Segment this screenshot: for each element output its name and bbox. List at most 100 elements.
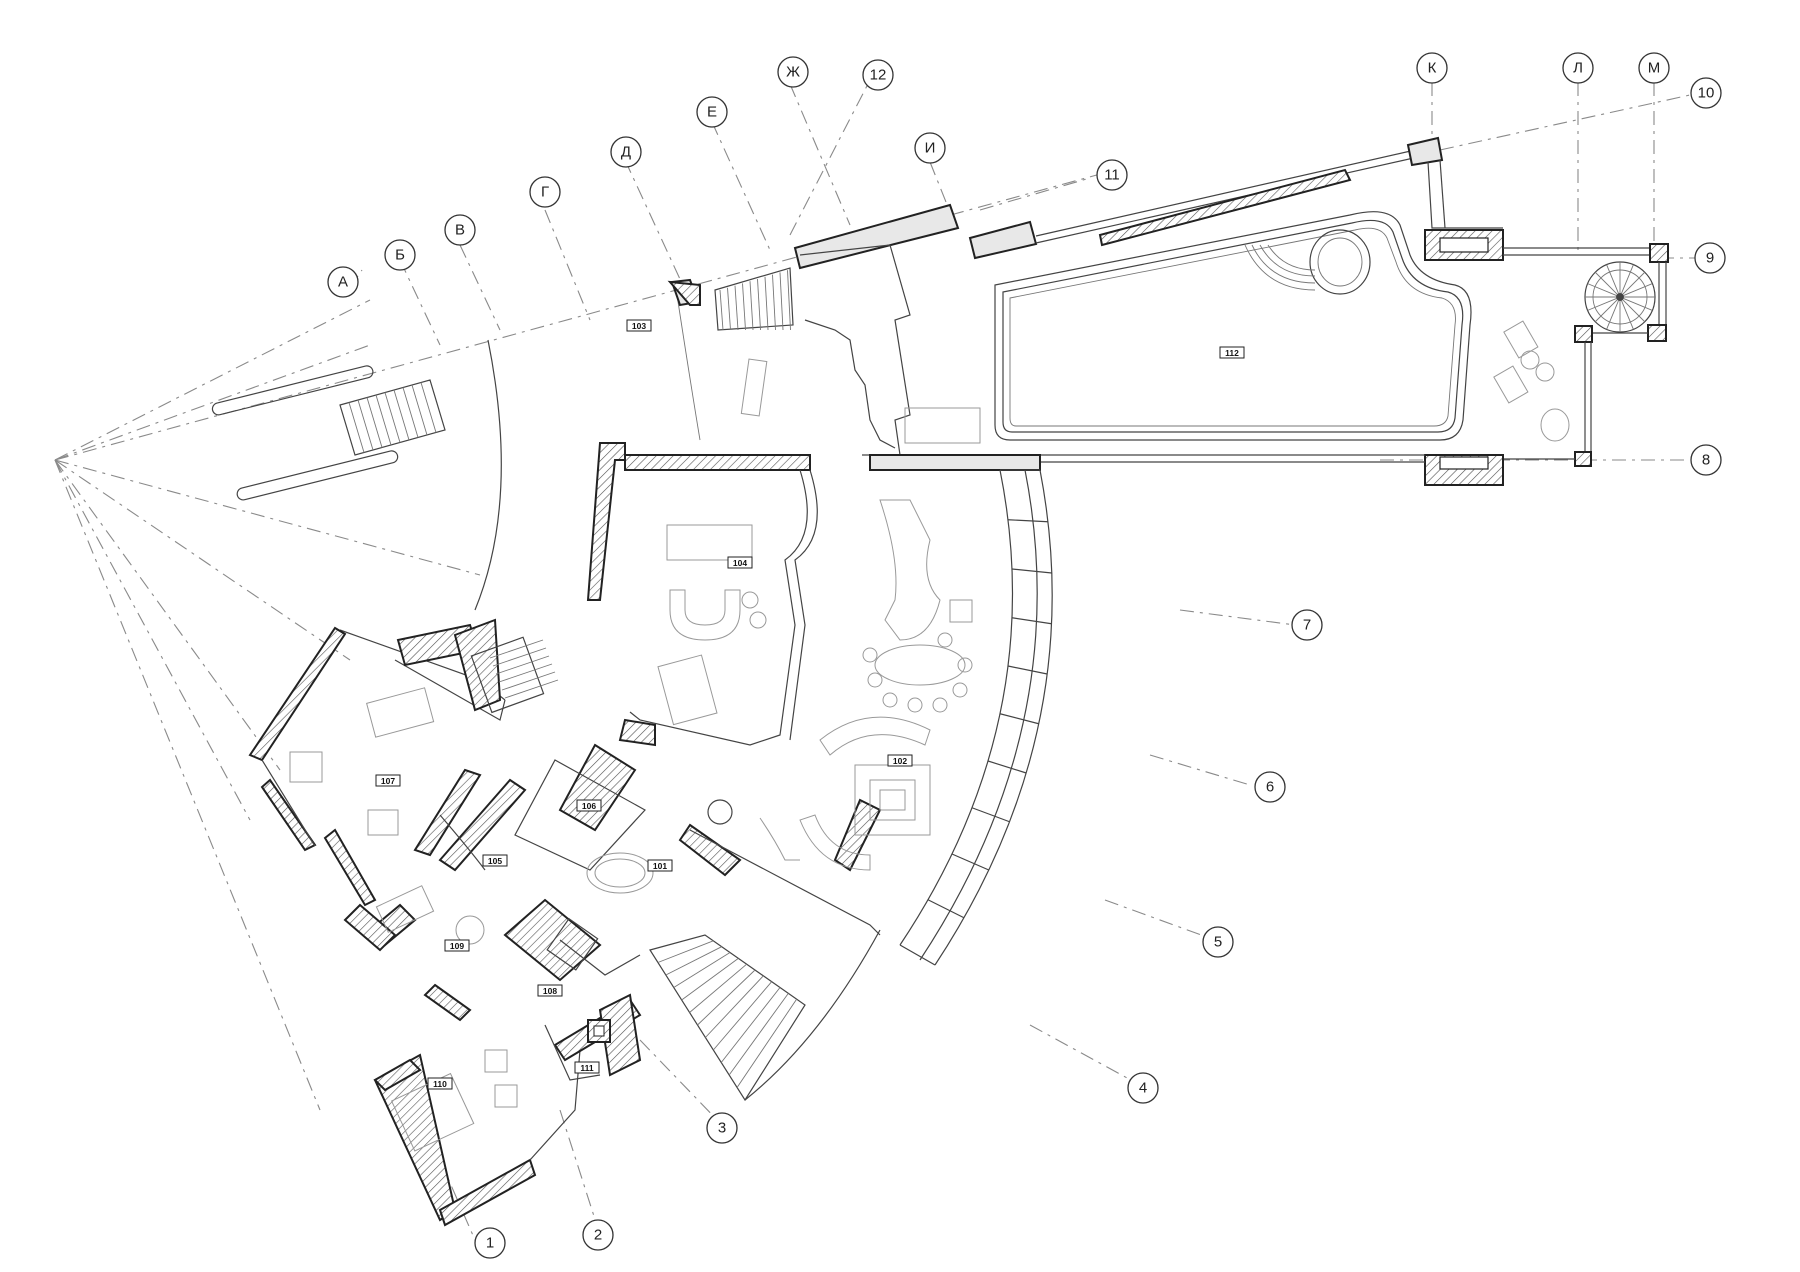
svg-text:10: 10 <box>1698 85 1715 102</box>
svg-text:4: 4 <box>1139 1080 1147 1097</box>
svg-text:Д: Д <box>621 144 631 161</box>
axis-bubble-Е: Е <box>696 96 728 128</box>
axis-bubble-8: 8 <box>1690 444 1722 476</box>
room-tags: 101 102 103 104 105 106 107 108 109 110 … <box>375 319 1245 1090</box>
room-tag-110: 110 <box>427 1077 453 1090</box>
stair-outline <box>799 244 911 456</box>
tread-line <box>1594 271 1618 295</box>
window-top <box>1439 237 1489 253</box>
svg-text:7: 7 <box>1303 617 1311 634</box>
svg-text:106: 106 <box>582 801 596 811</box>
tread-line <box>1621 300 1634 330</box>
axis-bubble-10: 10 <box>1690 77 1722 109</box>
tread-line <box>971 807 1010 823</box>
main-stair <box>667 244 981 456</box>
tread-line <box>657 940 714 963</box>
tread-line <box>727 287 731 331</box>
svg-text:А: А <box>338 274 348 291</box>
svg-text:В: В <box>455 222 465 239</box>
east-column <box>1649 243 1669 263</box>
wall-108 <box>503 898 602 982</box>
tread-line <box>1623 283 1653 296</box>
axis-bubble-11: 11 <box>1096 159 1128 191</box>
axis-bubble-А: А <box>327 266 359 298</box>
tread-line <box>719 289 724 331</box>
tread-line <box>501 671 556 691</box>
tread-line <box>420 382 437 433</box>
tread-line <box>728 993 789 1076</box>
axis-bubble-4: 4 <box>1127 1072 1159 1104</box>
tread-line <box>1011 568 1052 574</box>
svg-text:1: 1 <box>486 1235 494 1252</box>
tread-line <box>1622 271 1646 295</box>
tread-line <box>665 946 722 976</box>
axis-bubble-И: И <box>914 132 946 164</box>
svg-text:11: 11 <box>1104 167 1120 184</box>
tread-line <box>504 679 559 699</box>
svg-text:110: 110 <box>433 1079 447 1089</box>
inner-arc <box>674 281 701 441</box>
tread-line <box>681 957 739 1001</box>
svg-text:102: 102 <box>893 756 907 766</box>
tread-line <box>393 389 410 441</box>
tread-line <box>757 278 761 331</box>
tread-line <box>697 969 756 1026</box>
svg-text:М: М <box>1648 60 1661 77</box>
svg-text:Б: Б <box>395 247 405 264</box>
tread-line <box>1007 665 1048 675</box>
room-tag-104: 104 <box>727 556 753 569</box>
tread-line <box>1606 264 1619 294</box>
room-tag-107: 107 <box>375 774 401 787</box>
tread-line <box>899 944 936 966</box>
north-glazing <box>1035 149 1416 237</box>
curtain-wall-outer <box>919 469 1038 961</box>
room-tag-105: 105 <box>482 854 508 867</box>
svg-text:101: 101 <box>653 861 667 871</box>
tread-line <box>673 952 731 988</box>
svg-text:8: 8 <box>1702 452 1710 469</box>
svg-text:111: 111 <box>580 1063 594 1073</box>
tread-line <box>720 987 781 1063</box>
bedroom-110-south-wall <box>438 1158 537 1227</box>
tread-line <box>712 981 773 1051</box>
axis-bubble-1: 1 <box>474 1227 506 1259</box>
svg-text:105: 105 <box>488 856 502 866</box>
axis-bubble-3: 3 <box>706 1112 738 1144</box>
axis-bubble-5: 5 <box>1202 926 1234 958</box>
svg-text:107: 107 <box>381 776 395 786</box>
living-north-wall <box>869 454 1041 471</box>
tread-line <box>1594 299 1618 323</box>
hall-wall <box>678 823 742 877</box>
svg-text:9: 9 <box>1706 250 1714 267</box>
axis-bubble-Д: Д <box>610 136 642 168</box>
east-column-2 <box>1647 324 1667 342</box>
svg-text:104: 104 <box>733 558 747 568</box>
tread-line <box>779 272 784 331</box>
tread-line <box>366 397 383 448</box>
window-bottom <box>1439 456 1489 470</box>
room-tag-102: 102 <box>887 754 913 767</box>
tread-line <box>689 963 747 1013</box>
axis-bubble-Б: Б <box>384 239 416 271</box>
tread-line <box>999 713 1039 725</box>
pool-jacuzzi <box>1309 229 1371 295</box>
east-column-3 <box>1574 325 1593 343</box>
gallery-arc <box>474 339 502 611</box>
axis-bubble-М: М <box>1638 52 1670 84</box>
room-tag-108: 108 <box>537 984 563 997</box>
kitchen-east-wall <box>629 469 808 746</box>
tread-line <box>1623 298 1653 311</box>
tread-line <box>402 387 419 438</box>
svg-text:6: 6 <box>1266 779 1274 796</box>
tread-line <box>375 394 392 446</box>
wall-106 <box>558 743 637 832</box>
room-tag-106: 106 <box>576 799 602 812</box>
tread-line <box>736 998 798 1088</box>
tread-line <box>705 975 764 1038</box>
tread-line <box>498 663 553 683</box>
building <box>211 136 1669 1227</box>
tread-line <box>1606 300 1619 330</box>
svg-text:Г: Г <box>541 184 549 201</box>
tread-line <box>411 384 428 436</box>
